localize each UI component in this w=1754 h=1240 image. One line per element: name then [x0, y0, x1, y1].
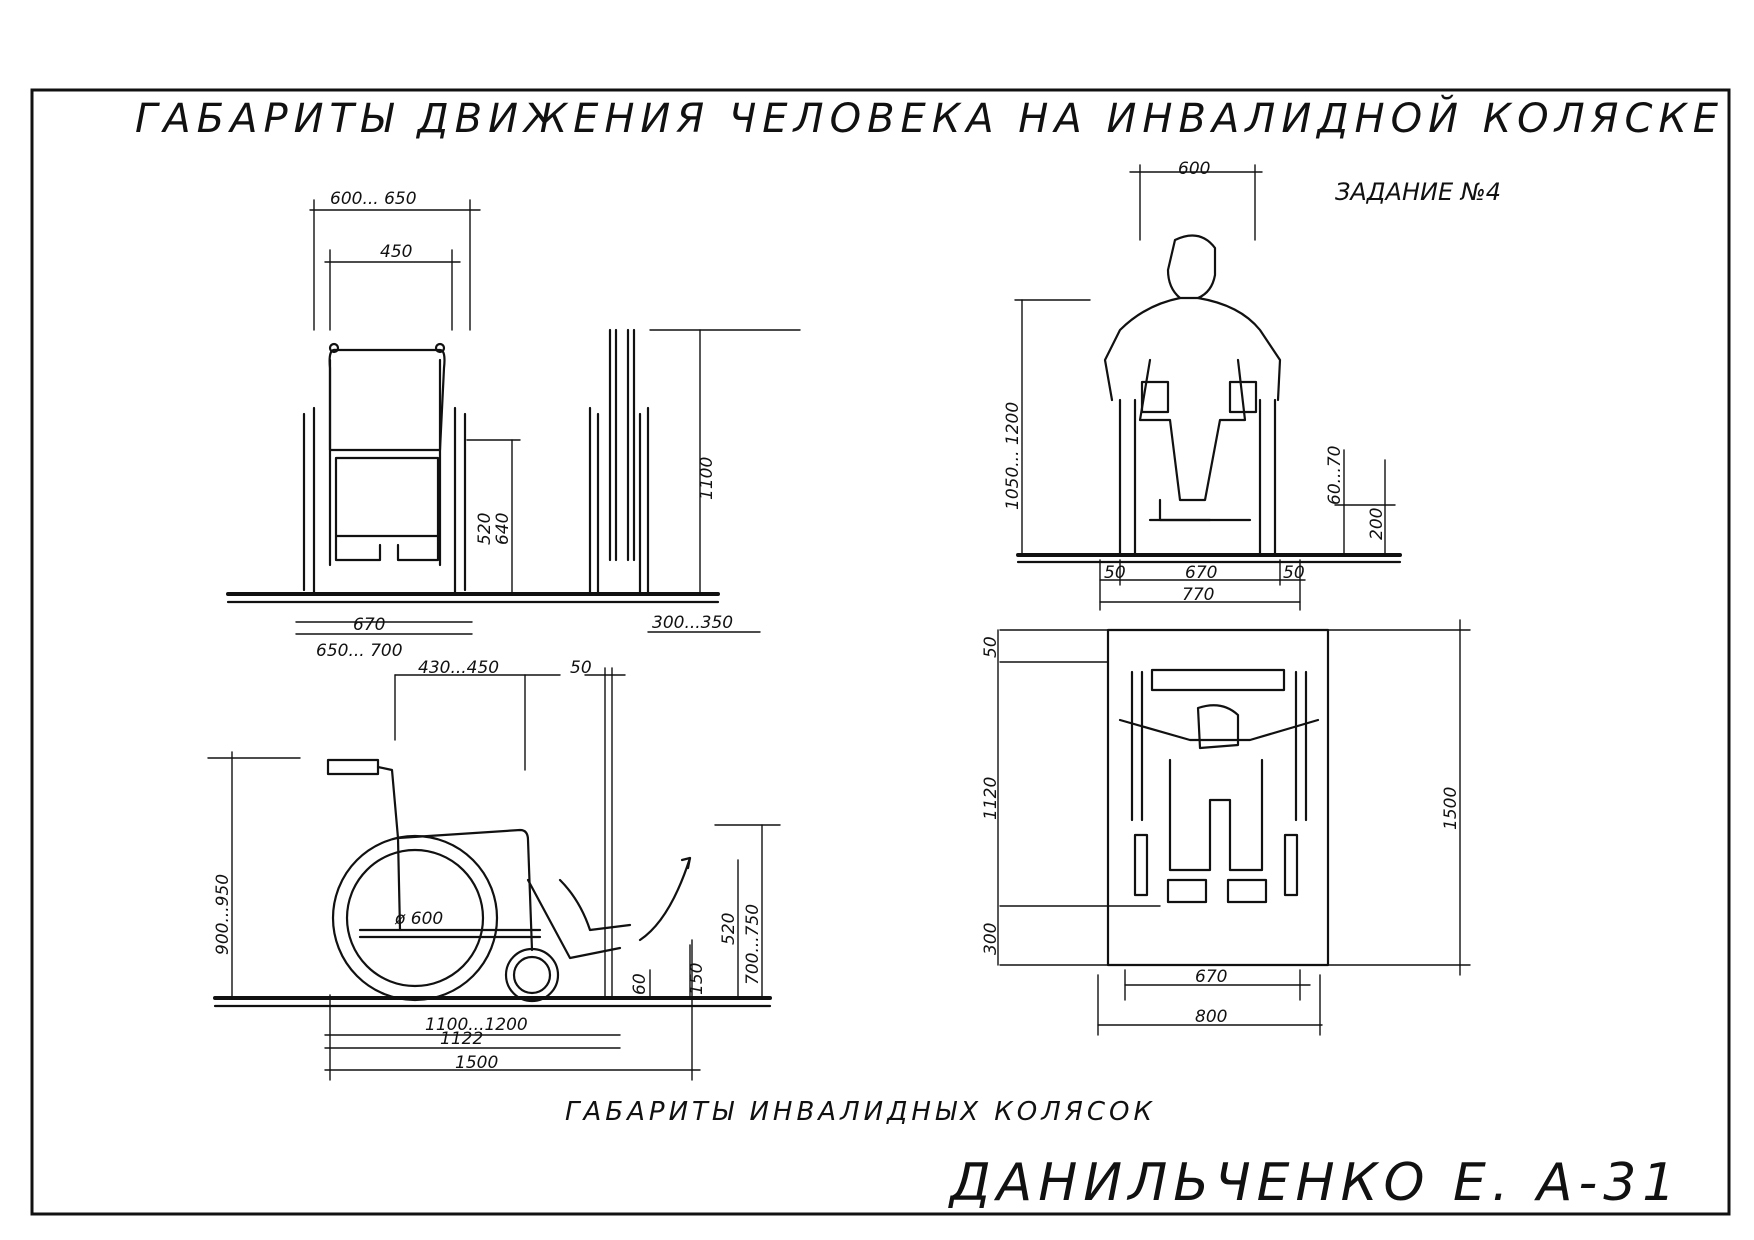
- wheelchair-front-view: [226, 342, 720, 604]
- side-view-dimensions: [207, 667, 781, 1081]
- dim-700-750: 700...750: [743, 904, 763, 985]
- dim-1122: 1122: [440, 1029, 483, 1049]
- task-label: ЗАДАНИЕ №4: [1335, 178, 1501, 206]
- dim-top-1500: 1500: [1441, 787, 1461, 830]
- dim-top-670: 670: [1195, 967, 1227, 987]
- dim-50-right: 50: [1283, 563, 1305, 583]
- dim-450: 450: [380, 242, 412, 262]
- front-view-dimensions: [295, 199, 801, 635]
- dim-520: 520: [475, 513, 495, 545]
- dim-top-50: 50: [981, 636, 1001, 658]
- dim-60-70: 60...70: [1325, 446, 1345, 505]
- dim-1120: 1120: [981, 777, 1001, 820]
- dim-1050-1200: 1050... 1200: [1003, 402, 1023, 510]
- dim-wheel-diameter: ø 600: [394, 909, 443, 929]
- dim-1100-1200: 1100...1200: [425, 1015, 528, 1035]
- dim-50: 50: [570, 658, 592, 678]
- person-front-view: [1016, 234, 1402, 564]
- person-front-dimensions: [1014, 164, 1396, 611]
- dim-430-450: 430...450: [418, 658, 499, 678]
- person-top-dimensions: [997, 619, 1471, 1036]
- wheelchair-side-strip: [588, 328, 650, 596]
- wheelchair-side-view: [213, 758, 772, 1008]
- person-top-view: [1106, 628, 1330, 967]
- dim-1100: 1100: [697, 457, 717, 500]
- dim-640: 640: [493, 513, 513, 545]
- dim-650-700: 650... 700: [316, 641, 403, 661]
- dim-900-950: 900...950: [213, 874, 233, 955]
- dim-top-300: 300: [981, 923, 1001, 955]
- dim-670: 670: [353, 615, 385, 635]
- dim-300-350: 300...350: [652, 613, 733, 633]
- subtitle: ГАБАРИТЫ ИНВАЛИДНЫХ КОЛЯСОК: [565, 1097, 1156, 1127]
- dim-1500: 1500: [455, 1053, 498, 1073]
- sheet-frame: [30, 88, 1731, 1216]
- dim-600-650: 600... 650: [330, 189, 417, 209]
- dim-person-670: 670: [1185, 563, 1217, 583]
- dim-520-side: 520: [719, 913, 739, 945]
- dim-60: 60: [630, 973, 650, 995]
- dim-person-600: 600: [1178, 159, 1210, 179]
- dim-50-left: 50: [1104, 563, 1126, 583]
- dim-770: 770: [1182, 585, 1214, 605]
- dim-150: 150: [687, 963, 707, 995]
- dim-800: 800: [1195, 1007, 1227, 1027]
- author-signature: ДАНИЛЬЧЕНКО Е. А-31: [948, 1153, 1681, 1213]
- dim-200: 200: [1367, 508, 1387, 540]
- sheet-title: ГАБАРИТЫ ДВИЖЕНИЯ ЧЕЛОВЕКА НА ИНВАЛИДНОЙ…: [135, 94, 1724, 142]
